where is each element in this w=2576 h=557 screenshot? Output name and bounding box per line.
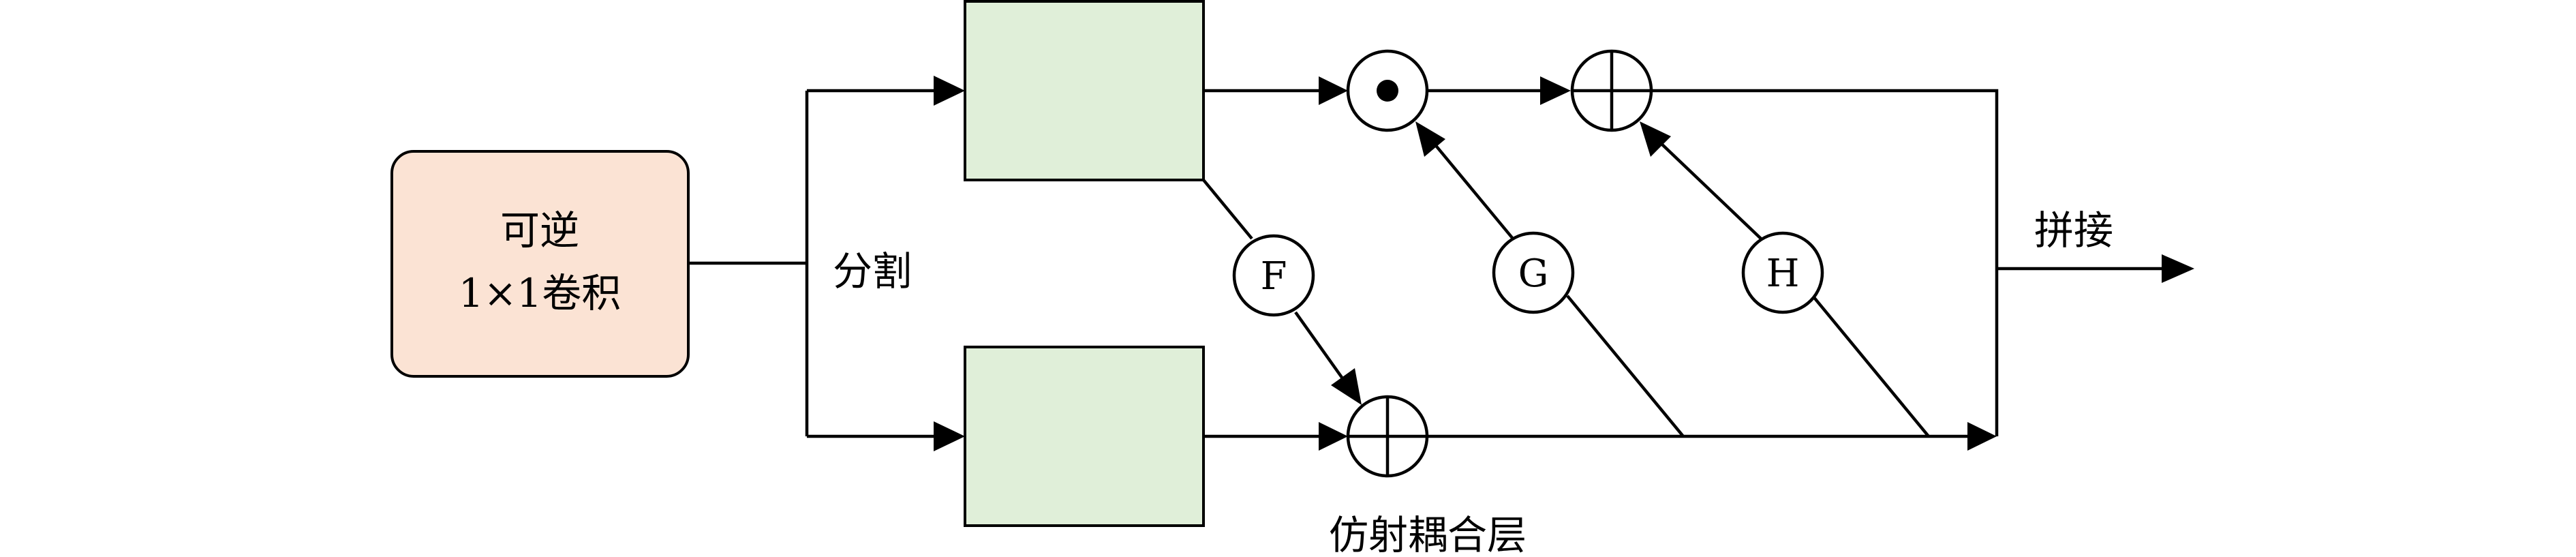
hadamard-to-add-arrowhead [1540, 76, 1571, 105]
lower-to-add-arrowhead [1319, 422, 1348, 451]
upper-block-to-f-line [1202, 179, 1253, 240]
lower-path-to-g-line [1566, 295, 1685, 438]
g-function-label: G [1518, 252, 1549, 296]
lower-to-concat-arrowhead [1967, 422, 1997, 451]
upper-to-hadamard-arrowhead [1319, 76, 1348, 105]
upper-add-node [1570, 49, 1653, 132]
h-function-node: H [1741, 231, 1824, 314]
lower-add-node [1346, 395, 1429, 478]
upper-half-block [964, 0, 1205, 181]
conv-block-label-line2: 1×1卷积 [459, 270, 621, 316]
h-to-upper-add-arrowhead [1640, 121, 1671, 157]
concat-label: 拼接 [2034, 207, 2113, 254]
hadamard-product-node [1346, 49, 1429, 132]
f-function-label: F [1261, 254, 1287, 299]
f-function-node: F [1232, 234, 1315, 317]
invertible-conv-block [390, 150, 690, 378]
f-to-lower-add-arrowhead [1331, 368, 1362, 405]
h-to-upper-add-line [1659, 142, 1762, 240]
conv-block-label-line1: 可逆 [500, 207, 579, 254]
lower-path-to-h-line [1811, 295, 1930, 438]
g-function-node: G [1492, 231, 1575, 314]
split-to-upper-arrowhead [934, 76, 965, 106]
h-function-label: H [1766, 252, 1800, 296]
concat-output-arrowhead [2162, 254, 2194, 283]
split-label: 分割 [833, 248, 912, 295]
affine-coupling-layer-label: 仿射耦合层 [1329, 512, 1527, 557]
split-to-lower-arrowhead [934, 421, 965, 451]
g-to-hadamard-line [1432, 142, 1514, 240]
g-to-hadamard-arrowhead [1415, 121, 1445, 157]
lower-half-block [964, 346, 1205, 527]
upper-add-to-concat-line [1651, 89, 1999, 436]
f-to-lower-add-line [1294, 311, 1344, 380]
